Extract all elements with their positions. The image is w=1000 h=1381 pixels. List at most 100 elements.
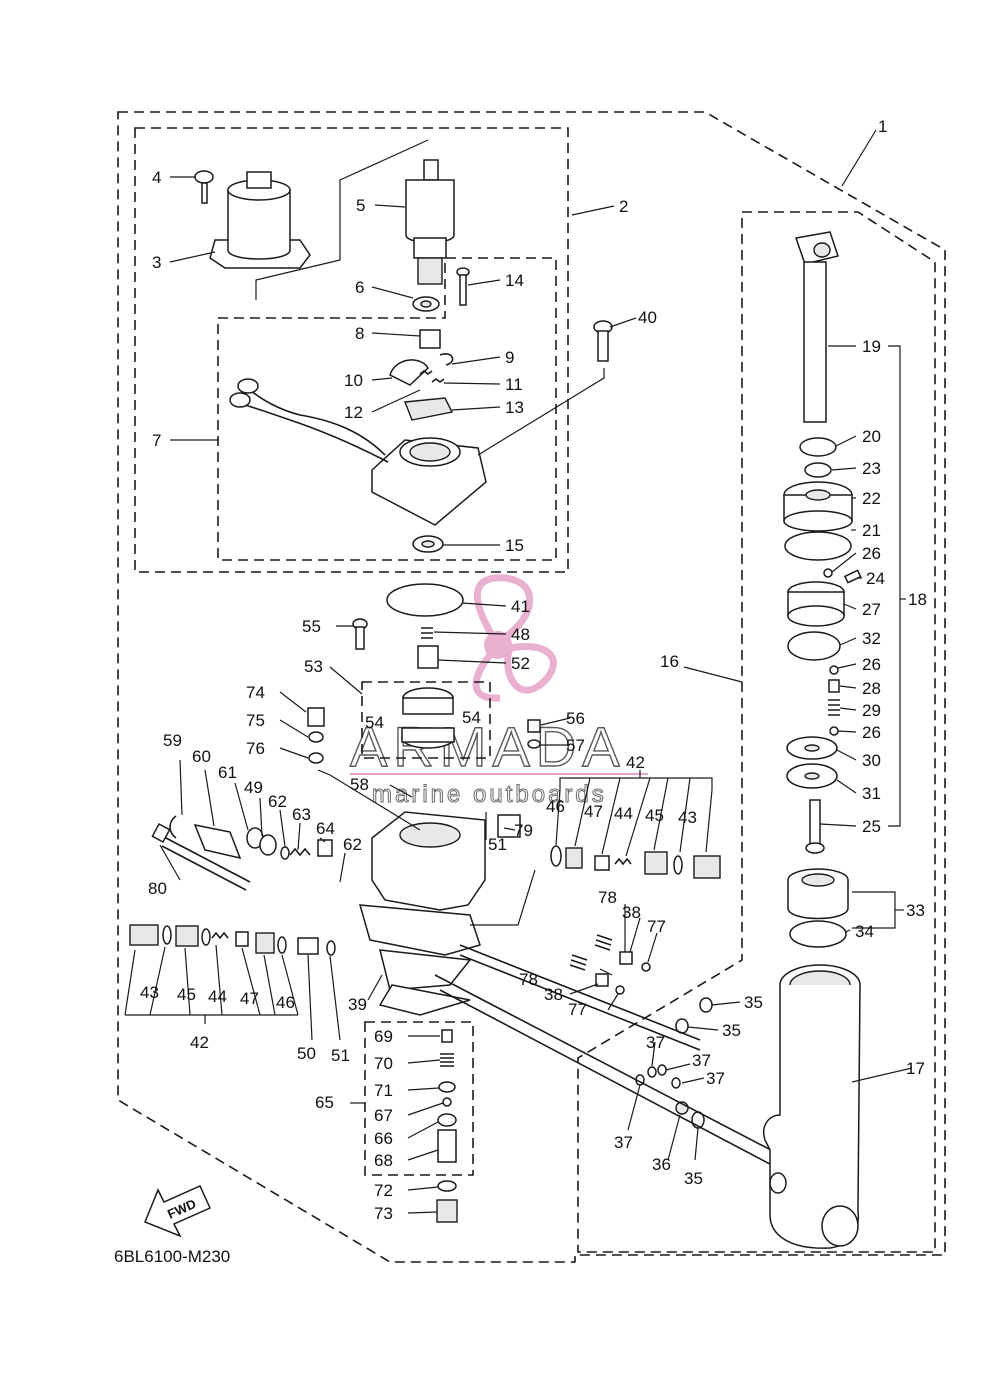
callout-24: 24	[866, 569, 885, 588]
callout-68: 68	[374, 1151, 393, 1170]
ball-26-c-part	[829, 726, 839, 736]
bolt-40-part	[593, 320, 613, 362]
armada-watermark: ARMADA marine outboards	[349, 574, 648, 809]
callout-12: 12	[344, 403, 363, 422]
boundary-2	[134, 127, 569, 573]
callout-7: 7	[152, 431, 161, 450]
callout-26-c: 26	[862, 723, 881, 742]
callout-37-b: 37	[692, 1051, 711, 1070]
ball-77-upper-part	[641, 962, 651, 972]
bolt-55-part	[352, 618, 368, 650]
motor-housing-part	[209, 171, 311, 269]
callout-26-a: 26	[862, 544, 881, 563]
screw-4-part	[194, 170, 214, 204]
boundary-16	[577, 211, 936, 1253]
o-ring-43-left-part	[162, 925, 172, 945]
pump-body-part	[358, 811, 486, 1016]
spring-11-part	[431, 378, 445, 383]
ball-26-a-part	[823, 568, 833, 578]
callout-43-top: 43	[678, 808, 697, 827]
o-ring-37-a-part	[647, 1066, 657, 1078]
spring-63-part	[289, 847, 311, 857]
callout-51-b: 51	[331, 1046, 350, 1065]
spring-78-lower-part	[569, 954, 588, 971]
plug-69-part	[441, 1029, 453, 1043]
piston-27-part	[787, 581, 845, 627]
callout-30: 30	[862, 751, 881, 770]
boundary-65	[364, 1021, 474, 1176]
callout-62-b: 62	[343, 835, 362, 854]
callout-78-b: 78	[519, 970, 538, 989]
callout-35-c: 35	[684, 1169, 703, 1188]
pin-38-lower-part	[595, 973, 609, 987]
assembly-boundaries	[117, 111, 946, 1263]
callout-57: 57	[566, 736, 585, 755]
o-ring-46-right-part	[550, 845, 562, 867]
o-ring-21-part	[784, 531, 852, 561]
callout-49: 49	[244, 778, 263, 797]
plug-73-part	[436, 1199, 458, 1223]
callout-60: 60	[192, 747, 211, 766]
valve-60-part	[193, 823, 242, 860]
callout-51-a: 51	[488, 835, 507, 854]
callout-75: 75	[246, 711, 265, 730]
valve-46-right-part	[565, 847, 583, 869]
callout-1: 1	[878, 117, 887, 136]
callout-26-b: 26	[862, 655, 881, 674]
screw-14-part	[456, 267, 470, 306]
plug-43-right-part	[693, 855, 721, 879]
callout-66: 66	[374, 1129, 393, 1148]
o-ring-35-a-part	[699, 997, 713, 1013]
callout-77-a: 77	[647, 917, 666, 936]
spring-44-right-part	[614, 857, 632, 866]
callout-47-bottom: 47	[240, 989, 259, 1008]
cylinder-17-part	[763, 964, 861, 1249]
valve-47-right-part	[594, 855, 610, 871]
o-ring-32-part	[787, 631, 841, 661]
callout-4: 4	[152, 168, 161, 187]
pipe-part	[434, 944, 791, 1173]
washer-75-part	[308, 731, 324, 743]
callout-71: 71	[374, 1081, 393, 1100]
callout-10: 10	[344, 371, 363, 390]
callout-37-a: 37	[646, 1033, 665, 1052]
callout-65: 65	[315, 1093, 334, 1112]
base-7-part	[229, 378, 487, 526]
callout-3: 3	[152, 253, 161, 272]
callout-14: 14	[505, 271, 524, 290]
watermark-tagline: marine outboards	[372, 781, 607, 808]
parts: FWD	[129, 159, 862, 1249]
collar-52-part	[417, 645, 439, 669]
callout-38-b: 38	[544, 985, 563, 1004]
callout-76: 76	[246, 739, 265, 758]
callout-28: 28	[862, 679, 881, 698]
callout-35-b: 35	[722, 1021, 741, 1040]
callout-22: 22	[862, 489, 881, 508]
spring-12-part	[419, 370, 433, 375]
plug-79-part	[497, 814, 521, 838]
boundary-1	[117, 111, 946, 1263]
callout-47-top: 47	[584, 802, 603, 821]
o-ring-46-left-part	[277, 936, 287, 954]
callout-34: 34	[855, 922, 874, 941]
cap-33-part	[787, 868, 849, 920]
spring-70-part	[440, 1053, 454, 1067]
o-ring-61-part	[259, 834, 277, 856]
spring-78-upper-part	[594, 934, 613, 951]
callout-25: 25	[862, 817, 881, 836]
diagram-code: 6BL6100-M230	[114, 1247, 230, 1266]
valve-28-part	[828, 679, 840, 693]
callout-44-bottom: 44	[208, 987, 227, 1006]
callout-16: 16	[660, 652, 679, 671]
brush-8-part	[419, 329, 441, 349]
callout-61: 61	[218, 763, 237, 782]
callout-17: 17	[906, 1059, 925, 1078]
o-ring-45-left-part	[201, 928, 211, 946]
callout-54-b: 54	[462, 708, 481, 727]
callout-67: 67	[374, 1106, 393, 1125]
callout-80: 80	[148, 879, 167, 898]
callout-31: 31	[862, 784, 881, 803]
callout-37-d: 37	[614, 1133, 633, 1152]
o-ring-23-part	[804, 462, 832, 478]
pin-24-part	[843, 569, 862, 584]
